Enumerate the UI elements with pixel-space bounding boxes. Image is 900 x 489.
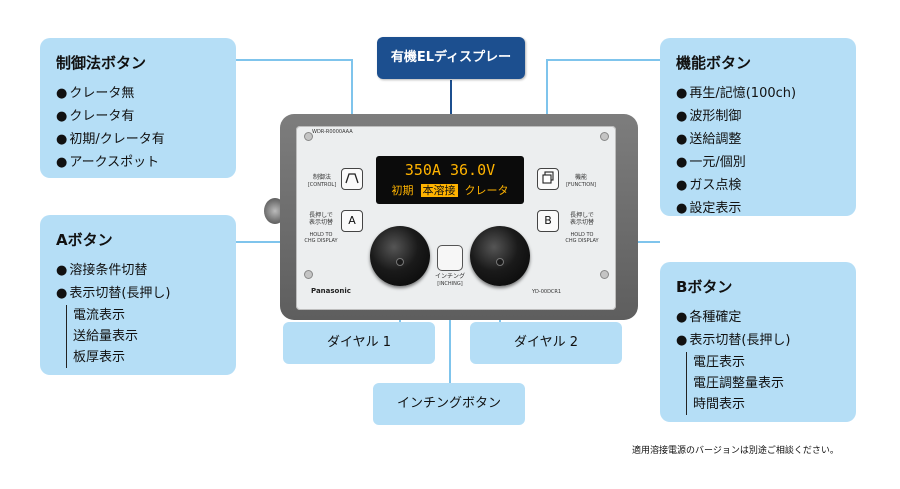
sub-list-item: 送給量表示 (73, 329, 139, 344)
footnote: 適用溶接電源のバージョンは別途ご相談ください。 (632, 446, 839, 456)
dial-1-indicator (396, 258, 404, 266)
callout-heading: Bボタン (676, 278, 733, 296)
brand-logo: Panasonic (311, 287, 351, 295)
crater-wave-icon (345, 173, 359, 184)
sub-list-item: 電圧表示 (693, 355, 746, 370)
callout-b-button: Bボタン ●各種確定 ●表示切替(長押し) 電圧表示 電圧調整量表示 時間表示 (660, 262, 856, 422)
callout-function-button: 機能ボタン ●再生/記憶(100ch) ●波形制御 ●送給調整 ●一元/個別 ●… (660, 38, 856, 216)
screw-icon (304, 132, 313, 141)
control-button[interactable] (341, 168, 363, 190)
screw-icon (304, 270, 313, 279)
list-item: ●各種確定 (676, 310, 742, 325)
inching-text: インチング [INCHING] (434, 273, 465, 287)
list-item: ●送給調整 (676, 132, 742, 147)
oled-display: 350A 36.0V 初期 本溶接 クレータ (376, 156, 524, 204)
control-label: 制御法 [CONTROL] (307, 174, 337, 188)
dial1-label: ダイヤル 1 (283, 322, 435, 364)
list-item: ●表示切替(長押し) (676, 333, 791, 348)
callout-heading: Aボタン (56, 231, 113, 249)
sub-list-item: 電流表示 (73, 308, 126, 323)
dial-2-knob[interactable] (470, 226, 530, 286)
list-item: ●一元/個別 (676, 155, 746, 170)
top-code: WDR-R0000AAA (312, 129, 353, 135)
sub-list-item: 時間表示 (693, 397, 746, 412)
a-button[interactable]: A (341, 210, 363, 232)
callout-a-button: Aボタン ●溶接条件切替 ●表示切替(長押し) 電流表示 送給量表示 板厚表示 (40, 215, 236, 375)
function-label: 機能 [FUNCTION] (566, 174, 596, 188)
list-item: ●ガス点検 (676, 178, 742, 193)
display-phase-row: 初期 本溶接 クレータ (391, 184, 509, 197)
oled-display-title: 有機ELディスプレー (377, 37, 525, 79)
inching-button-label: インチングボタン (373, 383, 525, 425)
screw-icon (600, 270, 609, 279)
function-button[interactable] (537, 168, 559, 190)
sub-list-item: 板厚表示 (73, 350, 126, 365)
list-item: ●クレータ有 (56, 109, 135, 124)
a-hold-label: 長押しで 表示切替 HOLD TO CHG DISPLAY (304, 212, 338, 244)
inching-button[interactable] (437, 245, 463, 271)
callout-heading: 機能ボタン (676, 54, 752, 72)
list-item: ●再生/記憶(100ch) (676, 86, 797, 101)
list-item: ●アークスポット (56, 155, 160, 170)
callout-heading: 制御法ボタン (56, 54, 147, 72)
list-item: ●設定表示 (676, 201, 742, 216)
callout-control-button: 制御法ボタン ●クレータ無 ●クレータ有 ●初期/クレータ有 ●アークスポット (40, 38, 236, 178)
b-hold-label: 長押しで 表示切替 HOLD TO CHG DISPLAY (565, 212, 599, 244)
list-item: ●波形制御 (676, 109, 742, 124)
dial2-label: ダイヤル 2 (470, 322, 622, 364)
list-item: ●初期/クレータ有 (56, 132, 165, 147)
display-readout: 350A 36.0V (404, 161, 496, 179)
sub-list-item: 電圧調整量表示 (693, 376, 785, 391)
b-button[interactable]: B (537, 210, 559, 232)
list-item: ●クレータ無 (56, 86, 135, 101)
model-number: YD-00DCR1 (532, 289, 562, 295)
list-item: ●溶接条件切替 (56, 263, 148, 278)
dial-2-indicator (496, 258, 504, 266)
list-item: ●表示切替(長押し) (56, 286, 171, 301)
dial-1-knob[interactable] (370, 226, 430, 286)
pages-icon (542, 171, 554, 184)
screw-icon (600, 132, 609, 141)
